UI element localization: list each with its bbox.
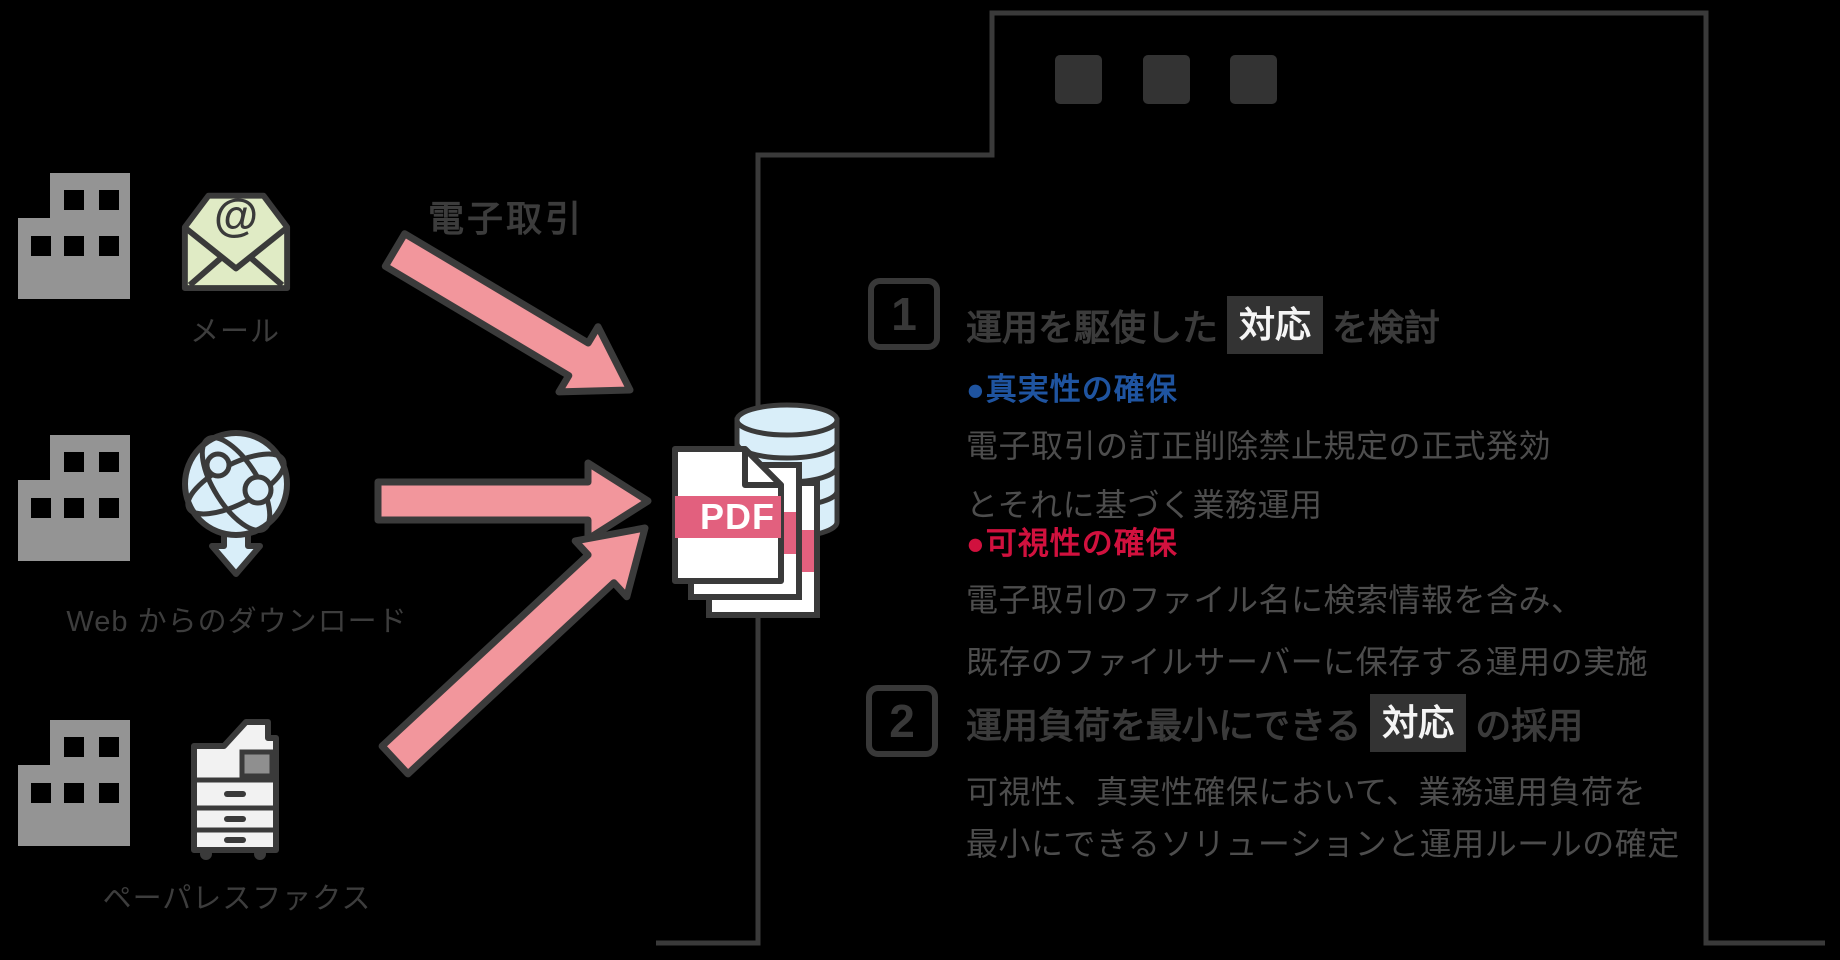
subitem-heading-label: 真実性の確保 [985, 372, 1178, 407]
body-line: 可視性、真実性確保において、業務運用負荷を [966, 774, 1646, 810]
building-icon [18, 720, 130, 846]
source-caption-web: Web からのダウンロード [66, 606, 408, 638]
square-decoration [1143, 55, 1190, 104]
building-icon [18, 435, 130, 561]
flow-arrow-web [374, 459, 652, 543]
section-number-badge: 2 [866, 685, 938, 757]
section-title: 運用負荷を最小にできる 対応 の採用 [966, 692, 1583, 754]
pdf-label: PDF [700, 496, 775, 537]
section-title-text: を検討 [1332, 307, 1441, 348]
flow-arrow-fax [378, 524, 649, 778]
body-line: 電子取引の訂正削除禁止規定の正式発効 [966, 428, 1552, 464]
section-number: 2 [889, 695, 915, 747]
square-decoration [1230, 55, 1277, 104]
building-icon [18, 173, 130, 299]
body-text-visibility: 電子取引のファイル名に検索情報を含み、 既存のファイルサーバーに保存する運用の実… [966, 580, 1648, 704]
section-title-text: 運用を駆使した [966, 307, 1219, 348]
body-line: 電子取引のファイル名に検索情報を含み、 [966, 582, 1584, 618]
source-caption-fax: ペーパレスファクス [102, 883, 372, 915]
body-line: とそれに基づく業務運用 [966, 487, 1323, 523]
subitem-heading-label: 可視性の確保 [985, 526, 1178, 561]
subitem-heading-authenticity: ●真実性の確保 [966, 364, 1178, 409]
bullet-marker: ● [966, 526, 986, 561]
body-text-authenticity: 電子取引の訂正削除禁止規定の正式発効 とそれに基づく業務運用 [966, 426, 1551, 544]
body-text-section2: 可視性、真実性確保において、業務運用負荷を 最小にできるソリューションと運用ルー… [966, 772, 1680, 876]
source-caption-mail: メール [189, 316, 281, 348]
title-badge: 対応 [1370, 694, 1467, 752]
at-symbol: @ [214, 190, 258, 241]
body-line: 既存のファイルサーバーに保存する運用の実施 [966, 644, 1649, 680]
section-title: 運用を駆使した 対応 を検討 [966, 294, 1440, 356]
panel-outline [656, 10, 1825, 946]
section-title-text: 運用負荷を最小にできる [966, 705, 1362, 746]
flow-label: 電子取引 [428, 198, 585, 239]
flow-arrow-mail [381, 230, 634, 396]
section-number: 1 [891, 288, 917, 340]
web-download-icon [178, 428, 294, 580]
title-badge: 対応 [1227, 296, 1324, 354]
section-title-text: の採用 [1475, 705, 1584, 746]
email-icon: @ [177, 178, 295, 294]
subitem-heading-visibility: ●可視性の確保 [966, 518, 1178, 563]
body-line: 最小にできるソリューションと運用ルールの確定 [966, 826, 1680, 862]
square-decoration [1055, 55, 1102, 104]
fax-icon [188, 716, 282, 864]
section-number-badge: 1 [868, 278, 940, 350]
bullet-marker: ● [966, 372, 986, 407]
pdf-file-icon: PDF [670, 444, 822, 620]
